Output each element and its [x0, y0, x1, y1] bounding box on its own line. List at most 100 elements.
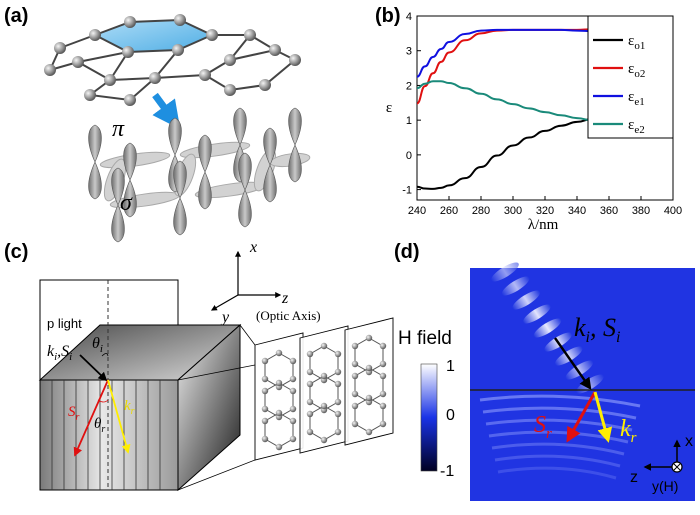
carbon-atom: [306, 368, 314, 376]
carbon-atom: [320, 372, 328, 380]
theta-r-label: θr: [94, 416, 105, 435]
theta-i-label: θi: [92, 335, 103, 355]
reflected-band: [485, 418, 633, 432]
reflected-band: [497, 466, 617, 480]
sr-ray: [73, 379, 109, 457]
legend-box: [587, 15, 674, 139]
field-band: [512, 290, 541, 310]
carbon-atom: [379, 390, 387, 398]
panel-label-c: (c): [4, 241, 28, 263]
highlighted-hexagon: [95, 20, 212, 52]
carbon-atom: [320, 402, 328, 410]
carbon-atom: [379, 342, 387, 350]
d-kr-arrow: [593, 391, 613, 443]
carbon-atom: [289, 417, 297, 425]
field-band: [501, 276, 530, 296]
colorbar-tick-min: -1: [440, 463, 454, 480]
carbon-atom: [379, 420, 387, 428]
carbon-atoms: [44, 14, 301, 106]
carbon-atom: [379, 360, 387, 368]
carbon-atom: [275, 443, 283, 451]
c-axis-y: y: [220, 309, 230, 326]
carbon-atom: [275, 409, 283, 417]
reflected-band: [479, 394, 641, 408]
x-tick-label: 380: [632, 205, 650, 217]
colorbar-tick-max: 1: [446, 358, 455, 375]
kr-ray: [107, 379, 131, 454]
y-axis-label: ε: [386, 100, 392, 116]
d-coordinate-axes: [643, 439, 683, 473]
reflected-band: [494, 454, 621, 468]
carbon-atom: [334, 350, 342, 358]
carbon-atom: [334, 368, 342, 376]
sigma-label: σ: [120, 190, 133, 216]
pi-label: π: [112, 116, 125, 142]
x-tick-label: 260: [440, 205, 458, 217]
side-face: [177, 323, 241, 492]
carbon-atom: [275, 379, 283, 387]
reflected-band: [491, 442, 625, 456]
front-face: [39, 379, 179, 491]
y-tick-label: 0: [406, 150, 412, 162]
field-band: [533, 318, 562, 338]
c-sr-label: Sr: [68, 404, 80, 423]
y-tick-label: 2: [406, 80, 412, 92]
y-tick-label: -1: [402, 185, 412, 197]
carbon-atom: [365, 364, 373, 372]
d-sr-label: Sr: [534, 412, 552, 442]
reflected-band: [488, 430, 629, 444]
carbon-atom: [365, 394, 373, 402]
x-tick-label: 400: [664, 205, 682, 217]
x-tick-label: 360: [600, 205, 618, 217]
carbon-atom: [351, 372, 359, 380]
panel-label-d: (d): [394, 241, 420, 263]
d-kr-label: kr: [620, 416, 637, 446]
transition-arrow-icon: [152, 92, 181, 130]
orbital-diagram: [88, 107, 311, 243]
x-tick-label: 340: [568, 205, 586, 217]
x-tick-label: 280: [472, 205, 490, 217]
carbon-atom: [306, 410, 314, 418]
x-tick-label: 320: [536, 205, 554, 217]
x-tick-label: 300: [504, 205, 522, 217]
h-field-label: H field: [398, 328, 452, 349]
carbon-atom: [261, 405, 269, 413]
c-axis-x: x: [249, 239, 257, 256]
x-axis-label: λ/nm: [528, 217, 559, 233]
carbon-atom: [379, 372, 387, 380]
d-axis-x: x: [685, 433, 693, 450]
graphene-sheet: [344, 317, 394, 446]
c-axis-z: z: [281, 290, 289, 307]
optic-axis-label: (Optic Axis): [256, 308, 321, 323]
c-kr-label: kr: [124, 398, 135, 417]
carbon-atom: [306, 380, 314, 388]
carbon-atom: [261, 357, 269, 365]
carbon-atom: [365, 334, 373, 342]
carbon-atom: [306, 428, 314, 436]
d-incident-arrow: [554, 337, 592, 390]
carbon-atom: [379, 402, 387, 410]
d-axis-z: z: [630, 469, 638, 486]
x-tick-label: 240: [408, 205, 426, 217]
carbon-atom: [261, 375, 269, 383]
carbon-atom: [320, 342, 328, 350]
graphene-sheets: [177, 317, 394, 491]
carbon-atom: [351, 402, 359, 410]
panel-label-b: (b): [375, 5, 401, 27]
d-sr-arrow: [566, 391, 597, 443]
incident-ray: [79, 354, 108, 382]
coordinate-axes: [210, 250, 282, 311]
carbon-atom: [351, 420, 359, 428]
carbon-atom: [334, 398, 342, 406]
carbon-atom: [334, 410, 342, 418]
carbon-atom: [334, 380, 342, 388]
carbon-atom: [289, 357, 297, 365]
ray-diagram: [73, 353, 131, 457]
y-tick-label: 1: [406, 115, 412, 127]
field-band: [491, 262, 519, 282]
y-tick-label: 4: [406, 11, 412, 23]
graphene-lattice: [44, 14, 301, 106]
carbon-atom: [289, 375, 297, 383]
